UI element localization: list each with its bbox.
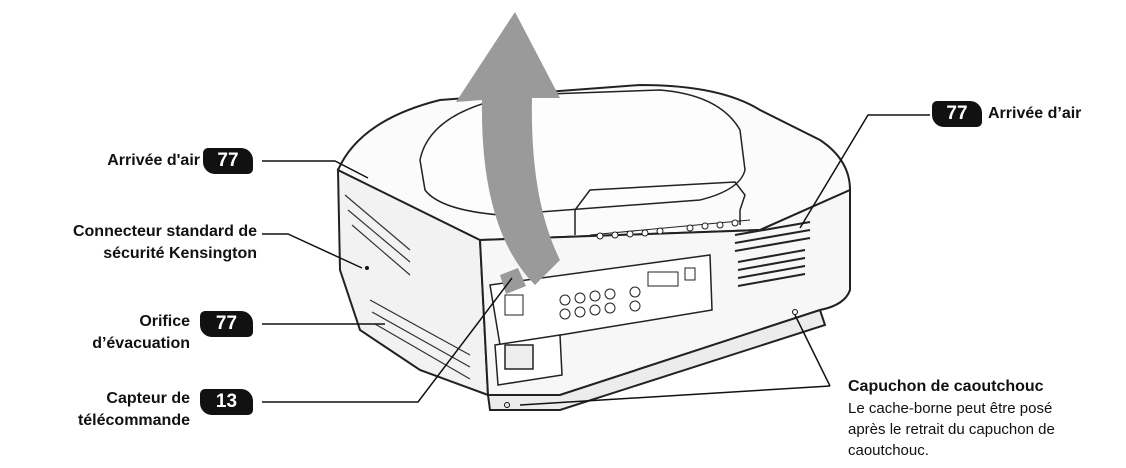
- lift-arrow: [456, 12, 560, 285]
- label-air-intake-right: Arrivée d’air: [988, 105, 1082, 122]
- badge-exhaust: 77: [200, 311, 253, 337]
- label-rubber-cap-title: Capuchon de caoutchouc: [848, 378, 1044, 395]
- rubber-cap-desc-line2: après le retrait du capuchon de: [848, 421, 1055, 438]
- badge-air-intake-right: 77: [932, 101, 982, 127]
- remote-sensor: [500, 268, 526, 294]
- label-exhaust-line2: d’évacuation: [92, 335, 190, 352]
- projector-body: [336, 83, 852, 411]
- air-vents-right: [734, 221, 811, 287]
- label-kensington-line1: Connecteur standard de: [72, 223, 257, 240]
- terminal-connectors: [504, 267, 696, 320]
- badge-remote: 13: [200, 389, 253, 415]
- label-exhaust-line1: Orifice: [139, 313, 190, 330]
- label-air-intake-left: Arrivée d'air: [107, 152, 200, 169]
- control-buttons: [596, 219, 739, 240]
- leader-lines: [262, 114, 930, 406]
- badge-air-intake-left: 77: [203, 148, 253, 174]
- label-kensington-line2: sécurité Kensington: [103, 245, 257, 262]
- label-remote-line1: Capteur de: [106, 390, 190, 407]
- label-remote-line2: télécommande: [77, 412, 190, 429]
- rubber-cap-desc-line3: caoutchouc.: [848, 442, 929, 459]
- rubber-cap-desc-line1: Le cache-borne peut être posé: [848, 400, 1053, 417]
- vents-left: [344, 194, 471, 380]
